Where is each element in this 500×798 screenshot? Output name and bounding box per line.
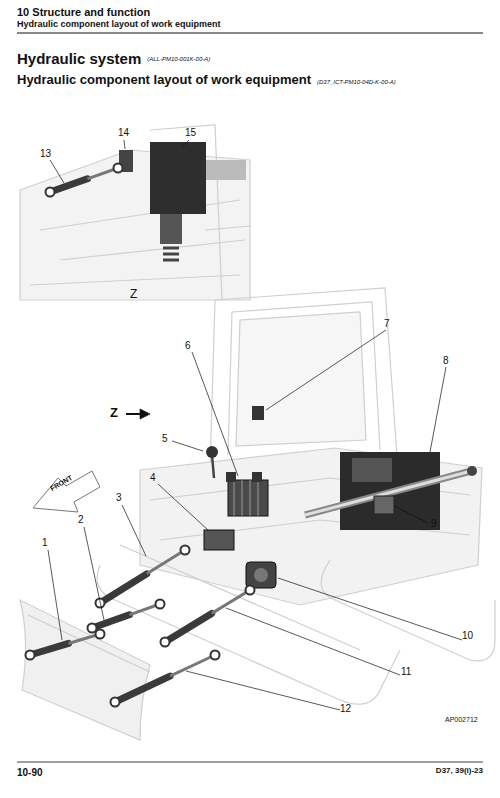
doc-code: (D37_ICT-PM10-04D-K-00-A)	[317, 79, 396, 86]
callout-number: 13	[40, 148, 51, 159]
page-title: Hydraulic system	[17, 51, 141, 68]
callout-number: 10	[462, 630, 473, 641]
callout-number: 2	[78, 514, 84, 525]
callout-number: 6	[185, 340, 191, 351]
callout-number: 5	[162, 433, 168, 444]
callout-number: 8	[443, 355, 449, 366]
valve	[204, 530, 234, 550]
callout-number: 7	[384, 318, 390, 329]
callout-number: 1	[42, 537, 48, 548]
pump	[246, 562, 276, 588]
callout-number: 4	[150, 472, 156, 483]
callout-number: 11	[401, 666, 411, 677]
valve-block	[150, 142, 246, 260]
view-label: Z	[110, 406, 118, 420]
hydraulic-parts	[119, 142, 477, 588]
doc-code: (ALL-PM10-001K-00-A)	[147, 56, 210, 63]
figure-code: AP002712	[445, 716, 478, 724]
direction-label: FRONT	[49, 474, 74, 493]
header-rule	[17, 32, 483, 33]
pilot-block	[252, 406, 264, 420]
footer-rule	[17, 762, 483, 763]
document-code: D37, 39(i)-23	[436, 767, 483, 776]
section-header: 10 Structure and function	[17, 6, 150, 18]
leader-lines	[48, 140, 462, 710]
callout-number: 15	[185, 127, 196, 138]
page-number: 10-90	[17, 767, 43, 778]
section-subheader: Hydraulic component layout of work equip…	[17, 20, 221, 30]
callout-number: 12	[340, 703, 351, 714]
callout-number: 14	[118, 127, 129, 138]
control-lever	[206, 446, 218, 478]
subsection-title: Hydraulic component layout of work equip…	[17, 73, 311, 87]
valve-block	[374, 496, 394, 514]
control-valve	[226, 472, 268, 516]
callout-number: 9	[431, 518, 437, 529]
view-label: Z	[130, 288, 137, 301]
machine-outline	[20, 125, 495, 740]
callout-number: 3	[116, 492, 122, 503]
cylinders	[26, 164, 255, 707]
